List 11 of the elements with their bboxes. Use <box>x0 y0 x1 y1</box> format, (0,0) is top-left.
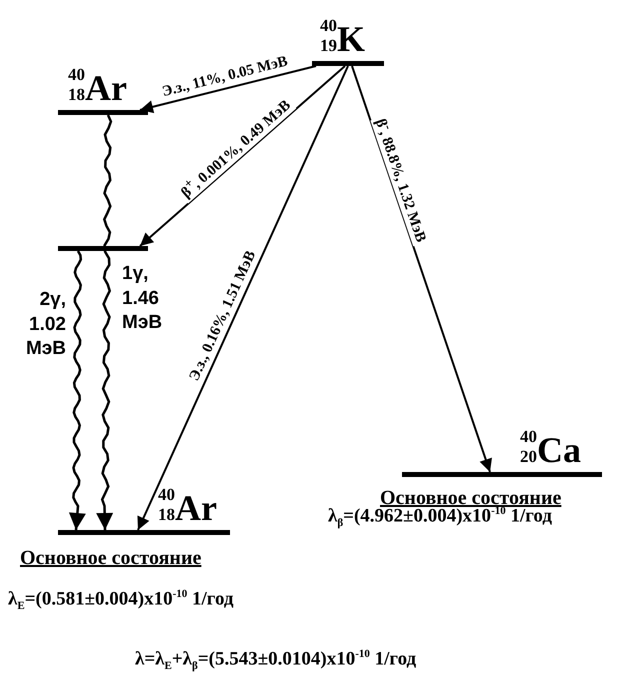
formula: λ$_{β}$=(4.962±0.004)x10$^{-10}$ 1/год <box>328 505 552 530</box>
arrow <box>137 66 349 530</box>
wavy-arrow <box>68 250 86 530</box>
formula: λ$_{E}$=(0.581±0.004)x10$^{-10}$ 1/год <box>8 588 234 612</box>
arrow <box>139 65 346 247</box>
formula: λ=λ$_{E}$+λ$_{β}$=(5.543±0.0104)x10$^{-10}$ 1/год <box>135 648 416 672</box>
arrow <box>140 65 316 114</box>
state-label: Основное состояние <box>20 547 202 570</box>
arrow <box>351 66 492 472</box>
wavy-arrow <box>96 114 114 530</box>
energy-level <box>58 246 148 251</box>
